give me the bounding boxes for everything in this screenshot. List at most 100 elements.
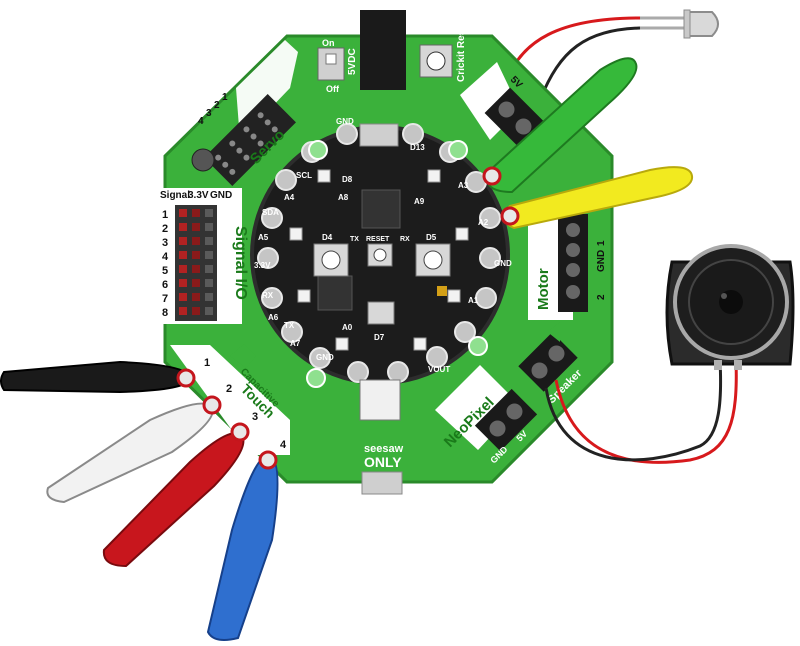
cpx-pin-d13: D13 bbox=[410, 143, 425, 152]
signal-io-pin bbox=[192, 307, 200, 315]
cpx-pin-a5: A5 bbox=[258, 233, 269, 242]
signal-io-row-2: 2 bbox=[162, 223, 168, 235]
cpx-pads bbox=[257, 123, 501, 383]
power-jack-label: 5VDC bbox=[347, 48, 358, 75]
signal-io-pin bbox=[192, 209, 200, 217]
cpx-pin-sda: SDA bbox=[262, 208, 279, 217]
power-switch[interactable] bbox=[317, 47, 345, 81]
signal-io-row-1: 1 bbox=[162, 209, 168, 221]
servo-header bbox=[204, 94, 296, 186]
signal-io-pin bbox=[192, 251, 200, 259]
cpx-pin-tx: TX bbox=[284, 321, 295, 330]
switch-on-label: On bbox=[322, 38, 335, 48]
cpx-pin-a3: A3 bbox=[458, 181, 469, 190]
signal-io-pin bbox=[205, 209, 213, 217]
signal-io-header-gnd: GND bbox=[210, 190, 232, 201]
signal-io-row-4: 4 bbox=[162, 251, 169, 263]
signal-io-row-7: 7 bbox=[162, 293, 168, 305]
signal-io-title: Signal I/O bbox=[232, 226, 249, 300]
speaker-terminal-block bbox=[518, 332, 578, 392]
motor-pin-gnd: GND bbox=[596, 250, 607, 272]
motor-pin-1: 1 bbox=[596, 240, 607, 246]
cpx-pin-rx: RX bbox=[262, 291, 274, 300]
cpx-slide-switch[interactable] bbox=[367, 301, 395, 325]
signal-io-header bbox=[175, 205, 217, 321]
neopixel-terminal-block bbox=[474, 388, 538, 452]
seesaw-usb-port[interactable] bbox=[361, 471, 403, 495]
servo-number-4: 4 bbox=[198, 116, 204, 127]
speaker-icon bbox=[550, 322, 560, 342]
cpx-pin-a2: A2 bbox=[478, 218, 489, 227]
alligator-clip-yellow bbox=[500, 166, 694, 230]
signal-io-pin bbox=[205, 223, 213, 231]
signal-io-pin bbox=[205, 251, 213, 259]
signal-io-row-3: 3 bbox=[162, 237, 168, 249]
touch-pad-1-label: 1 bbox=[204, 357, 210, 369]
cpx-tx-label: TX bbox=[350, 236, 359, 243]
servo-capacitor bbox=[191, 148, 215, 172]
switch-off-label: Off bbox=[326, 84, 340, 94]
cpx-microcontroller bbox=[361, 189, 401, 229]
cpx-usb[interactable] bbox=[359, 123, 399, 147]
alligator-clip-white bbox=[46, 395, 222, 504]
signal-io-row-6: 6 bbox=[162, 279, 168, 291]
signal-io-pin bbox=[205, 307, 213, 315]
motor-pin-2: 2 bbox=[596, 294, 607, 300]
cpx-light-sensor bbox=[437, 286, 447, 296]
cpx-pin-gnd-top: GND bbox=[336, 117, 354, 126]
signal-io-pin bbox=[205, 293, 213, 301]
speaker-wire-black bbox=[544, 359, 723, 462]
signal-io-pin bbox=[179, 307, 187, 315]
cpx-pin-a6: A6 bbox=[268, 313, 279, 322]
cpx-neopixels bbox=[289, 169, 469, 351]
signal-io-header-signal: Signal bbox=[160, 190, 190, 201]
signal-io-row-5: 5 bbox=[162, 265, 168, 277]
signal-io-pin bbox=[192, 265, 200, 273]
servo-number-2: 2 bbox=[214, 100, 220, 111]
signal-io-pin bbox=[192, 293, 200, 301]
cpx-pin-a0: A0 bbox=[342, 323, 353, 332]
cpx-pin-gnd-bottom: GND bbox=[316, 353, 334, 362]
speaker bbox=[665, 244, 795, 370]
battery-jst-connector bbox=[359, 379, 401, 421]
cpx-reset-label: RESET bbox=[366, 236, 390, 243]
cpx-pin-a4: A4 bbox=[284, 193, 295, 202]
signal-io-pin bbox=[179, 279, 187, 287]
signal-io-pin bbox=[179, 209, 187, 217]
signal-io-pin bbox=[179, 237, 187, 245]
cpx-button-a[interactable] bbox=[313, 243, 349, 277]
signal-io-header-3v3: 3.3V bbox=[188, 190, 209, 201]
cpx-pin-a7: A7 bbox=[290, 339, 301, 348]
status-leds bbox=[306, 140, 488, 388]
cpx-button-b[interactable] bbox=[415, 243, 451, 277]
servo-number-3: 3 bbox=[206, 108, 212, 119]
crickit-reset-button[interactable] bbox=[419, 44, 453, 78]
signal-io-pin bbox=[179, 265, 187, 273]
servo-number-1: 1 bbox=[222, 92, 228, 103]
touch-pad-3-label: 3 bbox=[252, 411, 258, 423]
alligator-clip-blue bbox=[206, 450, 279, 641]
touch-pad-4-label: 4 bbox=[280, 439, 287, 451]
alligator-clip-black bbox=[0, 360, 196, 394]
dc-power-jack bbox=[360, 10, 406, 90]
seesaw-label-line1: seesaw bbox=[364, 443, 404, 455]
cpx-pin-d4: D4 bbox=[322, 233, 333, 242]
signal-io-row-8: 8 bbox=[162, 307, 168, 319]
cpx-pin-d8: D8 bbox=[342, 175, 353, 184]
signal-io-pin bbox=[192, 223, 200, 231]
cpx-reset-button[interactable] bbox=[367, 243, 393, 267]
crickit-reset-label: Crickit Reset bbox=[456, 20, 467, 82]
signal-io-pin bbox=[179, 223, 187, 231]
cpx-accelerometer bbox=[317, 275, 353, 311]
signal-io-pin bbox=[192, 237, 200, 245]
signal-io-pin bbox=[205, 237, 213, 245]
signal-io-pin bbox=[192, 279, 200, 287]
led-wire-black bbox=[538, 26, 641, 101]
speaker-wire-red bbox=[554, 359, 738, 464]
cpx-pin-a1: A1 bbox=[468, 296, 479, 305]
cpx-pin-a8: A8 bbox=[338, 193, 349, 202]
alligator-clip-red bbox=[102, 422, 250, 568]
led bbox=[640, 9, 719, 39]
signal-io-pin bbox=[205, 279, 213, 287]
cpx-pin-vout: VOUT bbox=[428, 365, 450, 374]
